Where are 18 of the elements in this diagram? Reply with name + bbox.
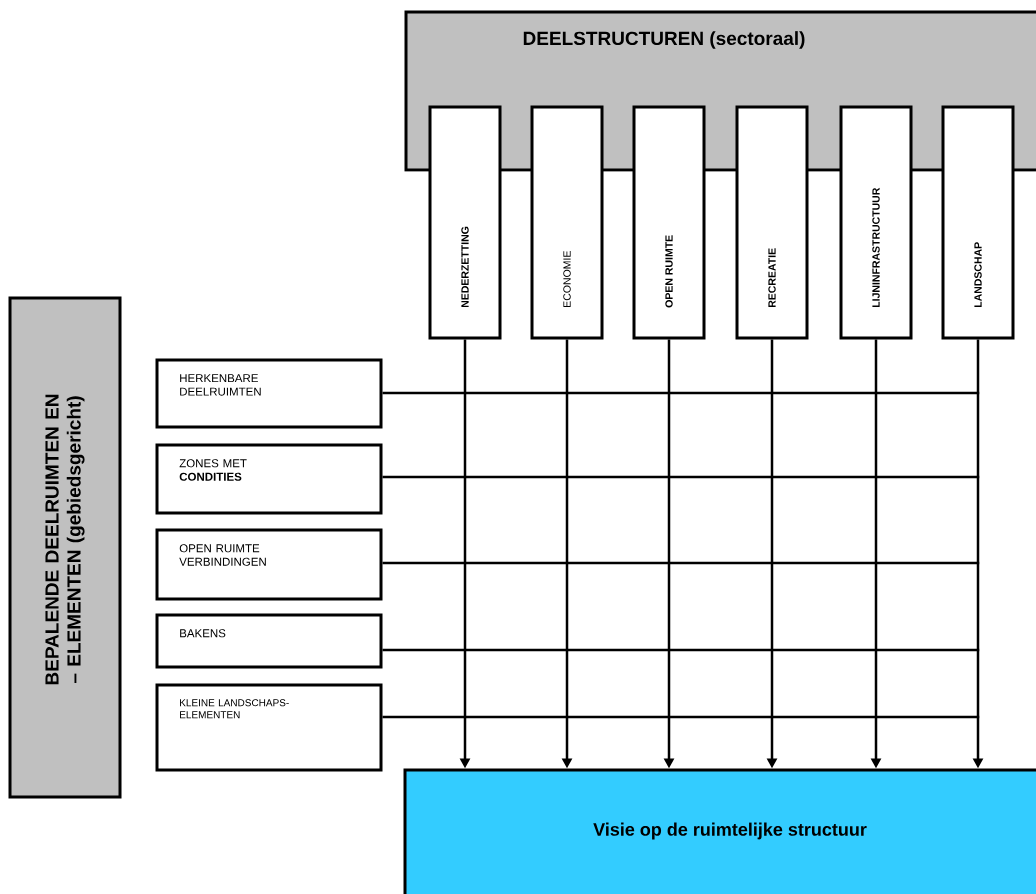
element-box: BAKENS (155, 613, 383, 669)
connector-line (382, 561, 980, 565)
category-box: NEDERZETTING (428, 105, 502, 340)
element-box: ZONES MET CONDITIES (155, 443, 383, 515)
category-box: RECREATIE (735, 105, 809, 340)
category-box: LIJNINFRASTRUCTUUR (839, 105, 913, 340)
category-box: OPEN RUIMTE (632, 105, 706, 340)
element-box: HERKENBARE DEELRUIMTEN (155, 358, 383, 429)
result-box: Visie op de ruimtelijke structuur (403, 768, 1036, 894)
connector-line (382, 475, 980, 479)
element-box: KLEINE LANDSCHAPS- ELEMENTEN (155, 683, 383, 772)
connector-line (382, 715, 980, 719)
connector-line (382, 391, 980, 395)
side-box: BEPALENDE DEELRUIMTEN EN – ELEMENTEN (gebiedsgericht) (8, 296, 122, 799)
category-box: ECONOMIE (530, 105, 604, 340)
category-box: LANDSCHAP (941, 105, 1015, 340)
connector-line (382, 648, 980, 652)
element-box: OPEN RUIMTE VERBINDINGEN (155, 528, 383, 601)
